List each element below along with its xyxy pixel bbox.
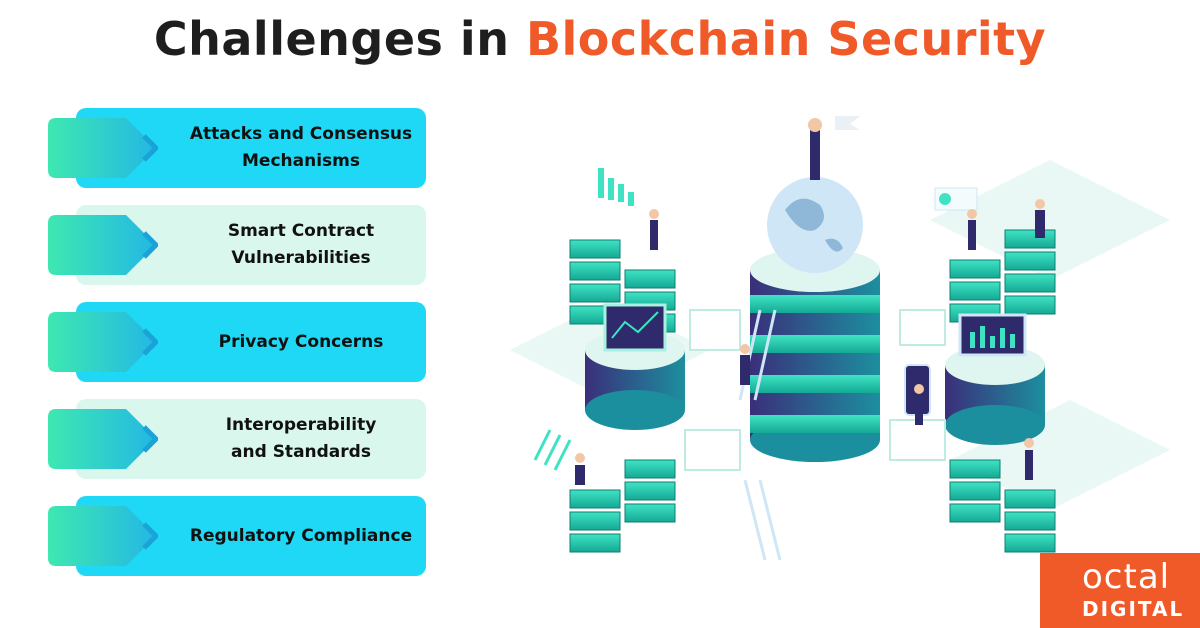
- title-part-2: Blockchain Security: [525, 12, 1047, 66]
- logo-line-1: octal: [1082, 557, 1171, 597]
- challenge-item: Privacy Concerns: [48, 302, 428, 382]
- chevron-arrow-icon: [48, 215, 158, 275]
- decorative-lines: [533, 429, 572, 471]
- challenge-list: Attacks and Consensus Mechanisms Smart C…: [48, 108, 428, 593]
- challenge-item: Interoperability and Standards: [48, 399, 428, 479]
- chevron-arrow-icon: [48, 312, 158, 372]
- challenge-label: Regulatory Compliance: [189, 525, 413, 546]
- challenge-label: Privacy Concerns: [218, 331, 384, 352]
- chevron-arrow-icon: [48, 118, 158, 178]
- blockchain-server-illustration: [510, 116, 1170, 561]
- platform-cubes: [684, 309, 946, 471]
- challenge-item: Attacks and Consensus Mechanisms: [48, 108, 428, 188]
- cylinder-right: [945, 313, 1045, 445]
- challenge-label: Smart Contract Vulnerabilities: [227, 221, 375, 268]
- laptop-icon: [958, 313, 1027, 357]
- person-figure: [810, 130, 820, 180]
- title-part-1: Challenges in: [153, 12, 510, 66]
- cylinder-left: [585, 303, 685, 430]
- challenge-item: Regulatory Compliance: [48, 496, 428, 576]
- flag-icon: [835, 116, 860, 130]
- challenge-item: Smart Contract Vulnerabilities: [48, 205, 428, 285]
- chevron-arrow-icon: [48, 506, 158, 566]
- central-database-tower: [750, 116, 880, 462]
- server-stack-right: [949, 229, 1056, 553]
- page-title: Challenges in Blockchain Security: [0, 12, 1200, 66]
- chevron-arrow-icon: [48, 409, 158, 469]
- bar-chart-icon: [598, 168, 634, 206]
- logo-line-2: DIGITAL: [1082, 597, 1185, 621]
- person-figures: [575, 199, 1045, 485]
- challenge-label: Attacks and Consensus Mechanisms: [189, 124, 413, 171]
- octal-digital-logo: octal DIGITAL: [1040, 553, 1200, 628]
- challenge-label: Interoperability and Standards: [225, 415, 377, 462]
